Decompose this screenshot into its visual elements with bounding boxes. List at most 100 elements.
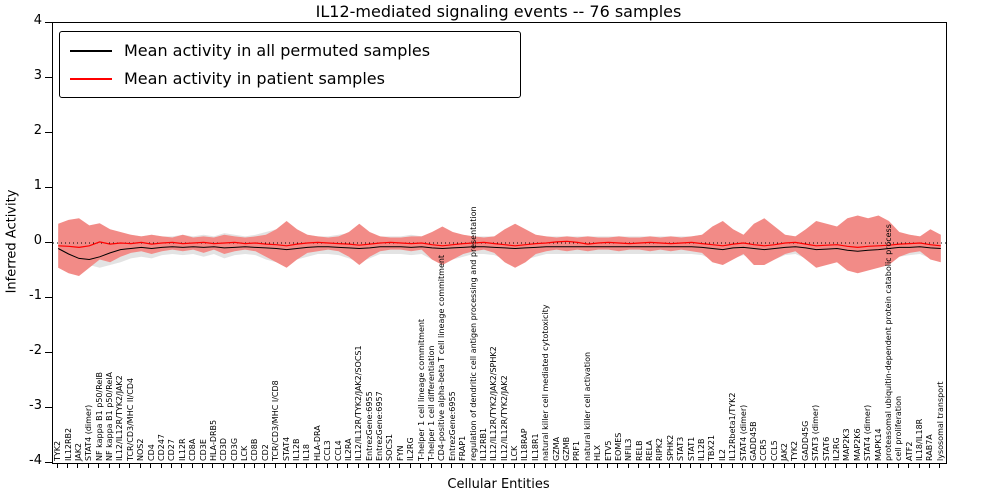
- y-tick-label: 2: [33, 123, 42, 138]
- patient-line-swatch: [70, 77, 112, 80]
- x-tick-label: NF kappa B1 p50/RelA: [105, 371, 115, 461]
- x-tick-mark: [482, 464, 484, 468]
- x-tick-label: EOMES: [613, 432, 623, 461]
- x-tick-mark: [472, 464, 474, 468]
- x-tick-label: PRF1: [572, 440, 582, 461]
- x-tick-label: FYN: [395, 445, 405, 461]
- x-tick-label: T-helper 1 cell differentiation: [427, 345, 436, 461]
- x-tick-label: EntrezGene:6955: [447, 391, 457, 461]
- x-tick-label: ETV5: [603, 440, 613, 461]
- x-tick-mark: [565, 464, 567, 468]
- x-tick-mark: [409, 464, 411, 468]
- x-tick-label: JAK2: [780, 442, 790, 461]
- x-tick-mark: [877, 464, 878, 468]
- x-tick-label: TCR/CD3/MHC II/CD4: [125, 377, 135, 461]
- x-tick-label: CD8B: [250, 438, 260, 461]
- x-tick-mark: [170, 464, 172, 468]
- x-tick-mark: [388, 464, 390, 468]
- x-tick-label: IL12/IL12R/TYK2/JAK2/SPHK2: [489, 346, 499, 461]
- x-tick-label: IL12/IL12R/TYK2/JAK2: [499, 375, 509, 461]
- x-tick-mark: [56, 464, 58, 468]
- x-tick-mark: [295, 464, 297, 468]
- x-tick-mark: [160, 464, 162, 468]
- x-tick-label: HLX: [593, 445, 603, 461]
- x-tick-label: TYK2: [790, 440, 800, 461]
- y-tick-mark: [45, 296, 52, 298]
- x-tick-mark: [222, 464, 224, 468]
- x-tick-label: IL2RG: [406, 437, 416, 461]
- x-tick-label: MAP2K6: [852, 428, 862, 461]
- x-tick-mark: [440, 464, 442, 468]
- x-tick-label: STAT4 (dimer): [738, 404, 748, 461]
- x-tick-mark: [347, 464, 349, 468]
- x-tick-mark: [357, 464, 359, 468]
- x-tick-mark: [253, 464, 255, 468]
- x-tick-mark: [752, 464, 754, 468]
- y-tick-label: 1: [33, 178, 42, 193]
- x-tick-mark: [337, 464, 339, 468]
- x-tick-mark: [679, 464, 681, 468]
- x-tick-label: regulation of dendritic cell antigen pro…: [468, 206, 478, 461]
- x-tick-mark: [773, 464, 775, 468]
- x-tick-mark: [181, 464, 183, 468]
- x-tick-label: STAT3: [676, 436, 686, 461]
- permuted-mean-line: [57, 246, 941, 261]
- y-tick-label: -4: [29, 453, 42, 468]
- x-tick-label: IL2RG: [831, 437, 841, 461]
- x-tick-label: LCK: [510, 445, 520, 461]
- x-tick-label: NF kappa B1 p50/RelB: [94, 371, 104, 461]
- x-tick-mark: [461, 464, 463, 468]
- y-tick-mark: [45, 351, 52, 353]
- x-tick-label: RAB7A: [925, 434, 935, 461]
- x-tick-mark: [825, 464, 827, 468]
- x-tick-mark: [202, 464, 204, 468]
- x-tick-label: IL18RAP: [520, 428, 530, 461]
- y-tick-label: 0: [33, 233, 42, 248]
- x-tick-mark: [420, 464, 422, 468]
- x-tick-label: STAT4: [281, 436, 291, 461]
- y-tick-label: -2: [29, 343, 42, 358]
- x-tick-label: CD3G: [229, 437, 239, 461]
- x-tick-mark: [638, 464, 640, 468]
- permuted-line-swatch: [70, 49, 112, 52]
- x-tick-mark: [658, 464, 660, 468]
- y-tick-mark: [45, 186, 52, 188]
- x-tick-label: MAPK14: [873, 428, 883, 461]
- y-tick-label: 4: [33, 13, 42, 28]
- x-tick-label: RELA: [645, 440, 655, 461]
- y-tick-label: 3: [33, 68, 42, 83]
- x-tick-mark: [793, 464, 795, 468]
- x-tick-mark: [887, 464, 889, 468]
- x-tick-mark: [596, 464, 598, 468]
- x-tick-mark: [939, 464, 941, 468]
- x-tick-label: proteasomal ubiquitin-dependent protein …: [883, 224, 893, 461]
- x-tick-label: STAT3 (dimer): [811, 404, 821, 461]
- x-tick-label: STAT6: [821, 436, 831, 461]
- x-tick-label: GZMA: [551, 436, 561, 461]
- x-tick-label: IL18R1: [530, 433, 540, 461]
- x-tick-label: RIPK2: [655, 437, 665, 461]
- patient-range-band: [58, 215, 941, 276]
- x-tick-mark: [139, 464, 141, 468]
- x-tick-mark: [233, 464, 235, 468]
- x-tick-mark: [77, 464, 79, 468]
- x-tick-label: CD247: [157, 433, 167, 461]
- x-tick-mark: [908, 464, 910, 468]
- x-tick-mark: [897, 464, 899, 468]
- x-tick-mark: [264, 464, 266, 468]
- x-tick-mark: [814, 464, 816, 468]
- x-tick-label: GADD45G: [800, 420, 810, 461]
- x-tick-label: TYK2: [53, 440, 63, 461]
- x-tick-mark: [845, 464, 847, 468]
- patient-mean-line: [58, 240, 941, 249]
- x-tick-mark: [669, 464, 671, 468]
- x-tick-label: natural killer cell activation: [582, 351, 592, 461]
- x-tick-mark: [378, 464, 380, 468]
- x-tick-label: SPHK2: [665, 434, 675, 461]
- x-tick-mark: [648, 464, 650, 468]
- y-tick-label: -3: [29, 398, 42, 413]
- x-tick-label: FRAP1: [458, 435, 468, 461]
- x-axis-label: Cellular Entities: [447, 477, 550, 492]
- x-tick-mark: [399, 464, 401, 468]
